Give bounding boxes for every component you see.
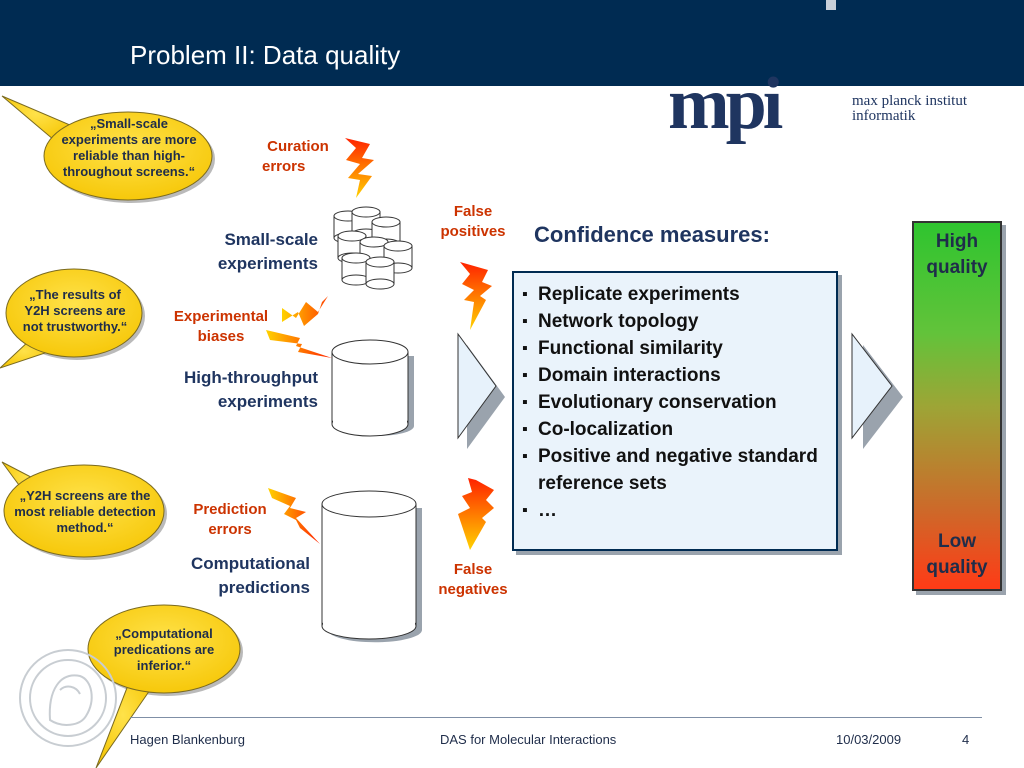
prediction-errors-label: Prediction errors xyxy=(193,501,267,538)
footer-event: DAS for Molecular Interactions xyxy=(440,732,617,747)
small-scale-label: Small-scale experiments xyxy=(217,230,318,273)
speech-bubble-4 xyxy=(87,604,243,768)
bubble-4-text: „Computational predications are inferior… xyxy=(113,626,215,673)
footer-date: 10/03/2009 xyxy=(836,732,902,747)
confidence-title: Confidence measures: xyxy=(534,222,770,247)
list-item: Positive and negative standard reference… xyxy=(522,443,830,497)
high-quality-label: High quality xyxy=(926,231,988,278)
list-item: Evolutionary conservation xyxy=(522,389,830,416)
list-item: Network topology xyxy=(522,308,830,335)
quality-gradient-bar: High quality Low quality xyxy=(912,221,1002,591)
small-scale-database-cluster xyxy=(333,206,413,290)
footer-divider xyxy=(130,717,982,718)
bubble-1-text: „Small-scale experiments are more reliab… xyxy=(61,116,197,179)
list-item: … xyxy=(522,497,830,524)
slide-title: Problem II: Data quality xyxy=(130,40,401,70)
lightning-bolt-experimental xyxy=(282,280,338,326)
list-item: Domain interactions xyxy=(522,362,830,389)
confidence-measures-box: Replicate experiments Network topology F… xyxy=(512,271,838,551)
list-item: Co-localization xyxy=(522,416,830,443)
lightning-bolt-false-negatives xyxy=(458,478,494,550)
footer-page-number: 4 xyxy=(962,732,970,747)
experimental-biases-label: Experimental biases xyxy=(173,308,269,345)
high-throughput-database xyxy=(331,339,414,437)
logo-line-2: informatik xyxy=(852,108,916,124)
speech-bubble-3 xyxy=(1,461,167,560)
false-positives-label: False positives xyxy=(440,203,506,240)
header-bar xyxy=(0,0,1024,86)
footer-author: Hagen Blankenburg xyxy=(130,732,245,747)
list-item: Functional similarity xyxy=(522,335,830,362)
lightning-bolt-experimental-2 xyxy=(266,330,332,358)
high-throughput-label: High-throughput experiments xyxy=(183,368,318,411)
max-planck-seal-icon xyxy=(19,649,117,747)
curation-errors-label: Curation errors xyxy=(262,138,329,175)
speech-bubble-2 xyxy=(0,268,145,369)
mpi-logo-mark: mpi xyxy=(668,63,783,145)
computational-database xyxy=(321,490,422,643)
logo-line-1: max planck institut xyxy=(852,93,967,109)
low-quality-label: Low quality xyxy=(926,531,988,578)
confidence-list: Replicate experiments Network topology F… xyxy=(514,273,836,524)
list-item: Replicate experiments xyxy=(522,281,830,308)
arrow-to-confidence xyxy=(457,332,505,449)
arrow-to-quality xyxy=(851,332,903,449)
lightning-bolt-curation xyxy=(345,138,374,198)
bubble-3-text: „Y2H screens are the most reliable detec… xyxy=(14,488,156,535)
header-accent xyxy=(826,0,836,10)
false-negatives-label: False negatives xyxy=(438,561,508,598)
speech-bubble-1 xyxy=(0,95,215,203)
computational-label: Computational predictions xyxy=(191,554,310,597)
lightning-bolt-false-positives xyxy=(460,262,492,330)
bubble-2-text: „The results of Y2H screens are not trus… xyxy=(22,287,128,334)
lightning-bolt-prediction xyxy=(268,488,320,544)
